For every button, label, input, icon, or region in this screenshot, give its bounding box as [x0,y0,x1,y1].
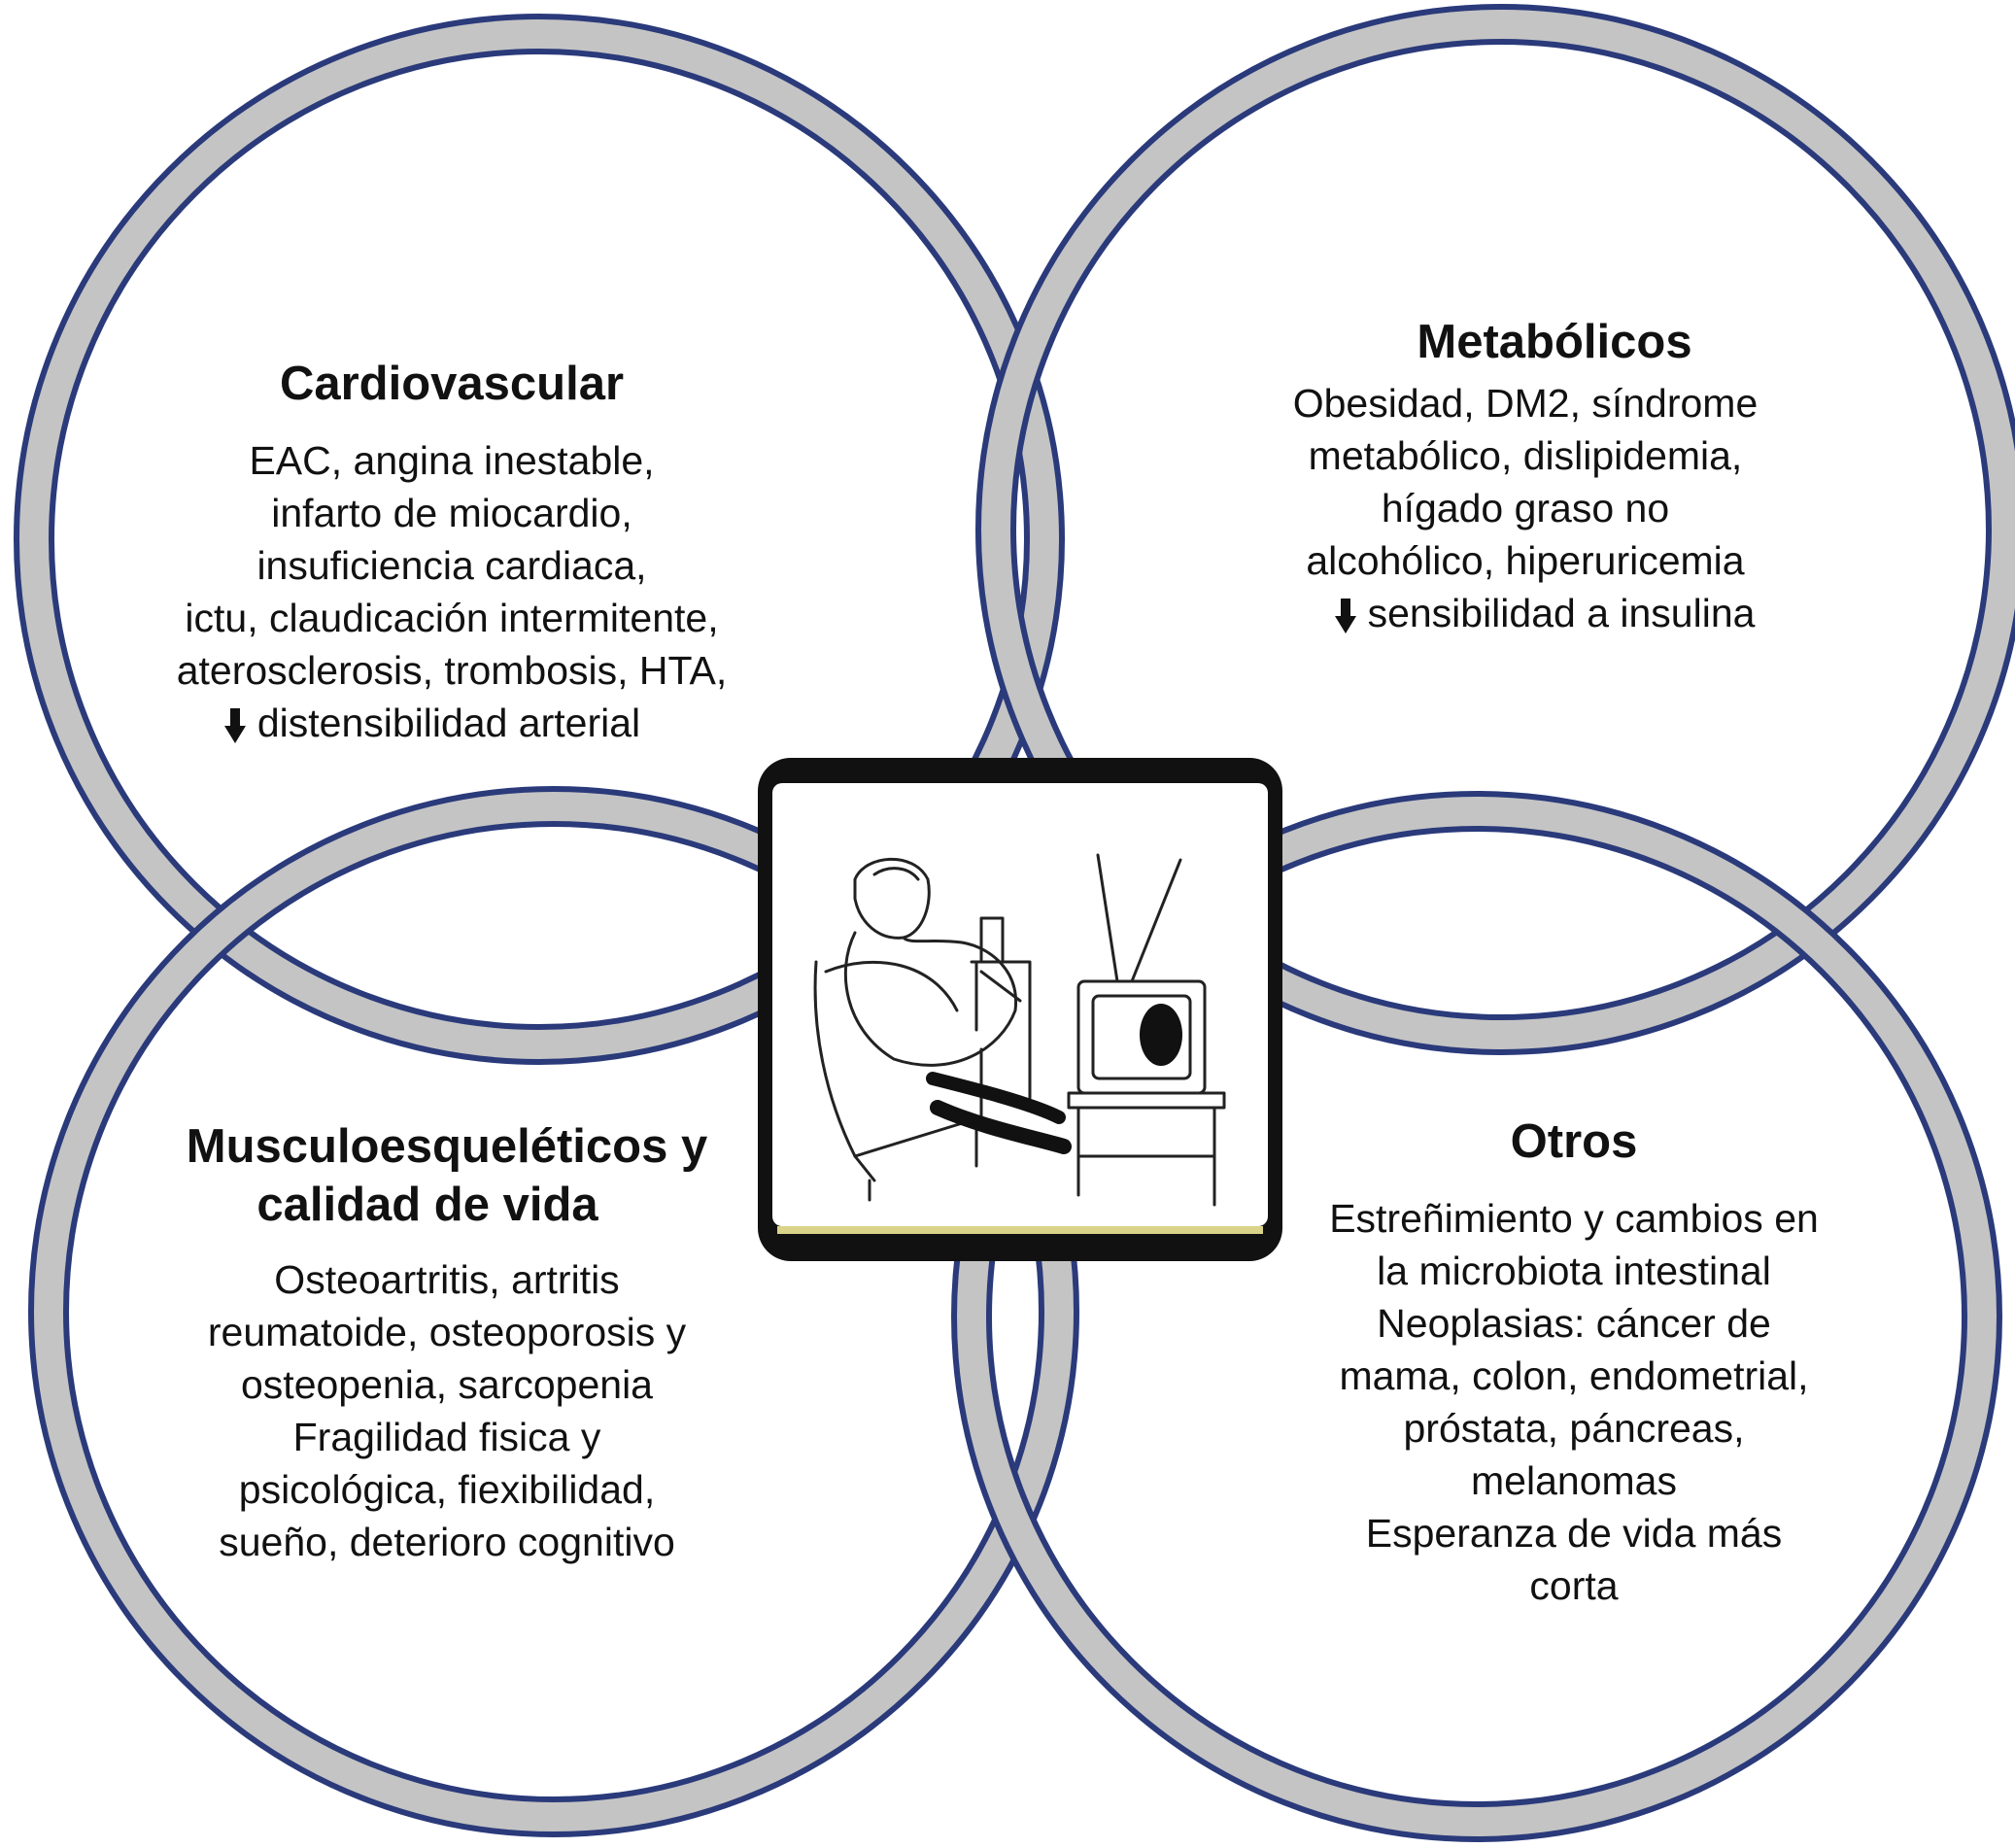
musculo-title-line: calidad de vida [256,1179,598,1231]
cardiovascular-line: EAC, angina inestable, [249,438,655,483]
ring-top-left [14,14,1065,1065]
musculo-title-line: Musculoesqueléticos y [186,1120,708,1173]
otros-line: Neoplasias: cáncer de [1377,1301,1771,1346]
ring-top-right [975,4,2015,1055]
metabolicos-line: alcohólico, hiperuricemia [1306,538,1745,583]
cardiovascular-line: distensibilidad arterial [256,701,641,745]
otros-line: Esperanza de vida más [1365,1511,1783,1556]
metabolicos-line-with-arrow: sensibilidad a insulina [1185,587,1904,639]
metabolicos-title: Metabólicos [1417,316,1692,368]
metabolicos-line: hígado graso no [1381,486,1670,530]
cardiovascular-line: aterosclerosis, trombosis, HTA, [176,648,728,693]
metabolicos-section: Metabólicos Obesidad, DM2, síndrome meta… [1146,313,1904,639]
cardiovascular-line-with-arrow: distensibilidad arterial [39,697,826,749]
cardiovascular-line: ictu, claudicación intermitente, [185,596,719,640]
otros-line: próstata, páncreas, [1403,1406,1745,1451]
cardiovascular-section: Cardiovascular EAC, angina inestable, in… [78,355,826,749]
otros-line: Estreñimiento y cambios en [1329,1196,1819,1241]
metabolicos-line: sensibilidad a insulina [1367,591,1756,635]
otros-section: Otros Estreñimiento y cambios en la micr… [1195,1112,1953,1612]
down-arrow-icon [1334,599,1356,634]
musculo-line: Fragilidad fisica y [292,1415,601,1459]
metabolicos-line: Obesidad, DM2, síndrome [1292,381,1759,426]
cardiovascular-line: infarto de miocardio, [271,491,632,535]
otros-line: la microbiota intestinal [1377,1249,1771,1293]
otros-line: mama, colon, endometrial, [1339,1353,1809,1398]
cardiovascular-line: insuficiencia cardiaca, [256,543,647,588]
ring-bottom-left [28,786,1079,1837]
otros-line: corta [1529,1563,1619,1608]
cardiovascular-title: Cardiovascular [279,358,625,410]
musculo-line: reumatoide, osteoporosis y [207,1310,687,1354]
musculo-line: Osteoartritis, artritis [274,1257,620,1302]
down-arrow-icon [223,708,246,744]
musculo-line: osteopenia, sarcopenia [241,1362,653,1407]
musculo-line: sueño, deterioro cognitivo [219,1520,675,1564]
musculo-line: psicológica, fiexibilidad, [238,1467,656,1512]
metabolicos-line: metabólico, dislipidemia, [1308,433,1743,478]
musculo-section: Musculoesqueléticos y calidad de vida Os… [68,1117,826,1568]
otros-title: Otros [1510,1115,1638,1168]
otros-line: melanomas [1471,1458,1677,1503]
sedentary-person-illustration [813,853,1226,1207]
center-image [758,758,1282,1261]
ring-bottom-right [951,791,2002,1842]
